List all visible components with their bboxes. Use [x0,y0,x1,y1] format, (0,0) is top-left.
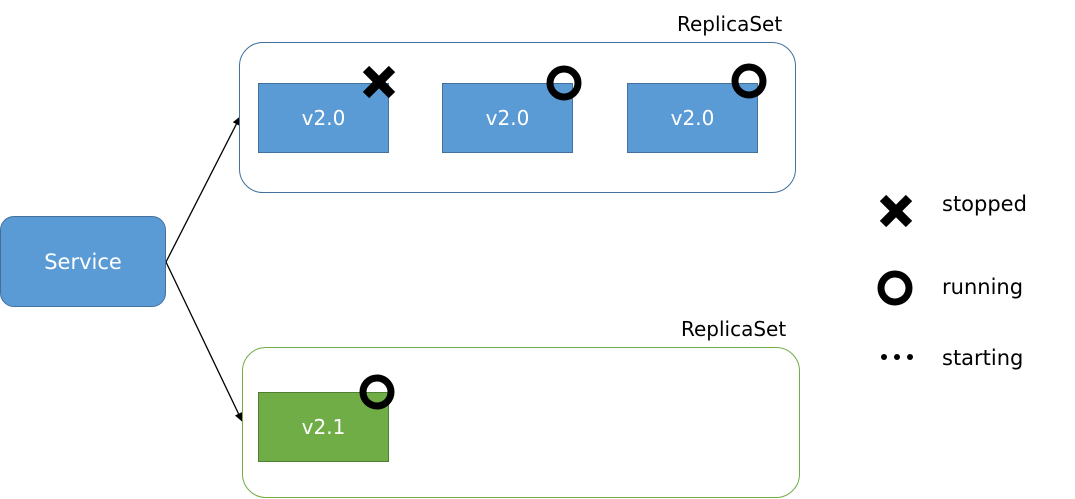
ring-icon [731,63,767,99]
arrow-to-replicaset-2 [165,261,243,422]
ring-icon [359,374,395,410]
pod-label: v2.1 [301,415,346,439]
ring-icon [877,270,913,306]
legend-stopped-label: stopped [942,192,1027,216]
replicaset-1-label: ReplicaSet [677,12,783,36]
cross-icon [879,194,913,228]
ring-icon [546,65,582,101]
pod-v2-0-3: v2.0 [627,83,758,153]
legend-running-label: running [942,275,1024,299]
legend-starting-label: starting [942,346,1024,370]
replicaset-2-label: ReplicaSet [681,317,787,341]
service-node: Service [0,216,166,307]
pod-label: v2.0 [485,106,530,130]
pod-label: v2.0 [301,106,346,130]
cross-icon [362,65,396,99]
arrow-to-replicaset-1 [165,116,241,263]
dots-icon [881,354,913,360]
pod-label: v2.0 [670,106,715,130]
service-label: Service [44,249,122,274]
